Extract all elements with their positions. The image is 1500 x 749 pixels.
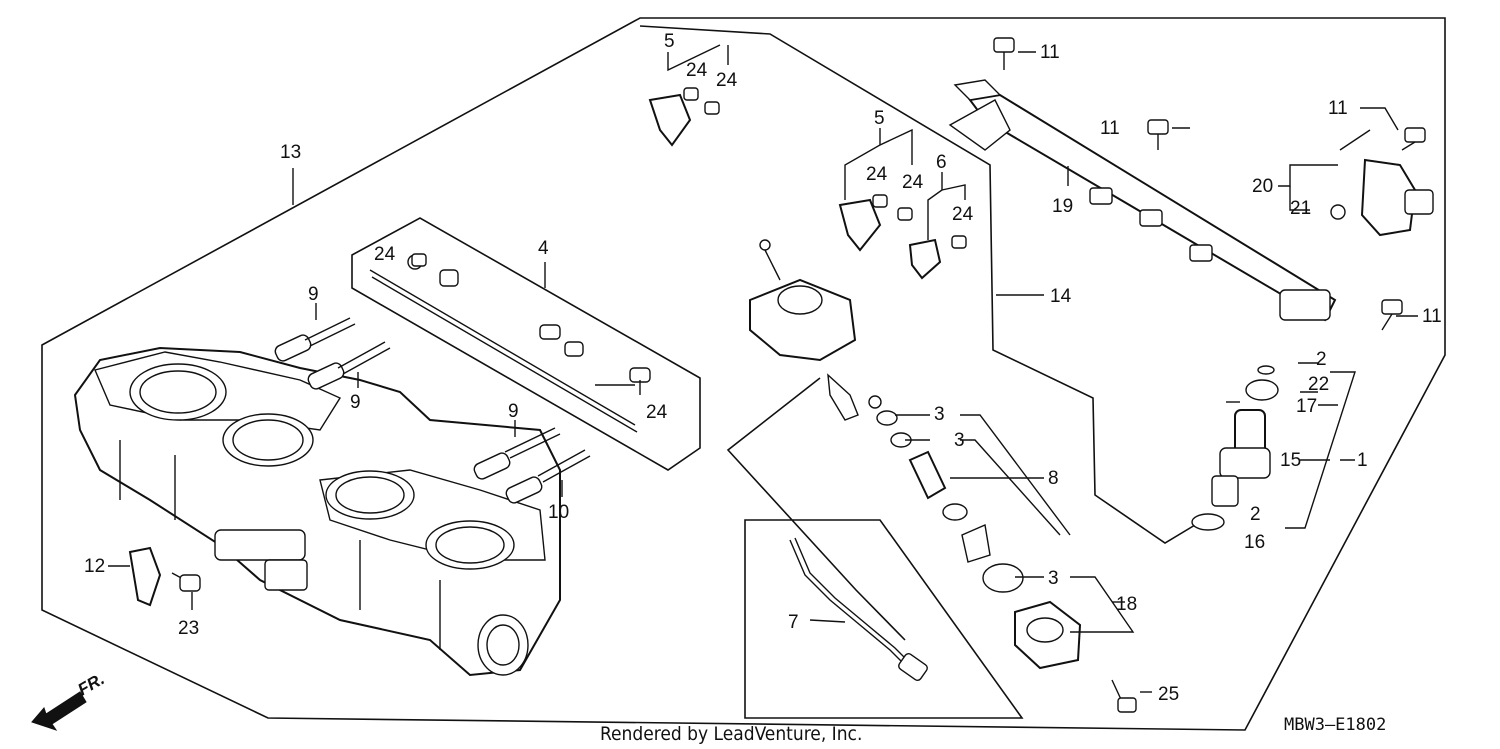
callout-23: 23 xyxy=(178,618,199,639)
idle-screw-9-middle xyxy=(307,341,391,390)
fuel-injector-15 xyxy=(1211,409,1271,507)
sensor-unit xyxy=(749,239,857,362)
o-ring-22 xyxy=(1257,365,1275,375)
throttle-shaft-frame xyxy=(351,217,701,471)
screw-25 xyxy=(1111,679,1137,713)
callout-4: 4 xyxy=(538,238,549,259)
callout-9-upper: 9 xyxy=(308,284,319,305)
bolt-23 xyxy=(171,572,201,592)
callout-19: 19 xyxy=(1052,196,1073,217)
callout-25: 25 xyxy=(1158,684,1179,705)
callout-22: 22 xyxy=(1308,374,1329,395)
callout-2-upper: 2 xyxy=(1316,349,1327,370)
callout-7: 7 xyxy=(788,612,799,633)
pressure-regulator-20 xyxy=(1339,129,1434,237)
idle-screw-9-upper xyxy=(274,317,356,362)
render-credit: Rendered by LeadVenture, Inc. xyxy=(600,723,862,745)
throttle-body-assembly xyxy=(73,346,561,677)
callout-24-bracket-6: 24 xyxy=(952,204,974,225)
bracket-5-top xyxy=(648,93,692,147)
callout-5-right: 5 xyxy=(874,108,885,129)
idle-screw-10 xyxy=(505,449,591,504)
o-ring-21 xyxy=(1330,204,1346,220)
bracket-5-right xyxy=(838,198,882,252)
callout-3-lower: 3 xyxy=(1048,568,1059,589)
callout-24-right-a: 24 xyxy=(866,164,888,185)
screw-24-shaft-left xyxy=(411,253,427,267)
o-ring-3a xyxy=(876,410,898,426)
spring xyxy=(961,524,991,563)
callout-5-top: 5 xyxy=(664,31,675,52)
assembly-frame-outline xyxy=(41,17,1446,731)
callout-17: 17 xyxy=(1296,396,1317,417)
callout-10: 10 xyxy=(548,502,569,523)
callout-2-lower: 2 xyxy=(1250,504,1261,525)
throttle-shaft xyxy=(369,254,651,433)
callout-21: 21 xyxy=(1290,198,1311,219)
cushion-17 xyxy=(1245,379,1279,401)
callout-6: 6 xyxy=(936,152,947,173)
bolt-11-top xyxy=(993,37,1015,70)
cable-7 xyxy=(789,537,928,681)
bracket-6 xyxy=(908,238,942,280)
leader-lines xyxy=(108,44,1418,693)
callout-14: 14 xyxy=(1050,286,1072,307)
callout-9-middle: 9 xyxy=(350,392,361,413)
clip-12 xyxy=(128,546,162,607)
bolt-11-right xyxy=(1401,127,1426,151)
washer-lower xyxy=(942,503,968,521)
washer-small xyxy=(868,395,882,409)
screw-24-right-b xyxy=(897,207,913,221)
callout-13: 13 xyxy=(280,142,301,163)
bolt-11-lower xyxy=(1381,299,1403,331)
idle-screw-9-lower xyxy=(473,427,561,480)
seal-16 xyxy=(1191,513,1225,531)
callout-1: 1 xyxy=(1357,450,1368,471)
callout-20: 20 xyxy=(1252,176,1273,197)
callout-3-middle: 3 xyxy=(954,430,965,451)
sensor-lower-frame xyxy=(744,519,1024,719)
callout-24-shaft-right: 24 xyxy=(646,402,668,423)
fuel-rail-19 xyxy=(948,79,1337,322)
o-ring-3c xyxy=(982,563,1024,593)
callout-11-right: 11 xyxy=(1328,98,1348,119)
diagram-code: MBW3—E1802 xyxy=(1284,715,1386,735)
bolt-11-middle xyxy=(1147,119,1169,150)
screw-24-top-a xyxy=(683,87,699,101)
callout-24-top-a: 24 xyxy=(686,60,708,81)
fuel-rail-frame xyxy=(639,25,1201,544)
screw-24-top-b xyxy=(704,101,720,115)
callout-15: 15 xyxy=(1280,450,1301,471)
callout-24-shaft-left: 24 xyxy=(374,244,396,265)
callout-8: 8 xyxy=(1048,468,1059,489)
cover-18 xyxy=(1014,600,1082,670)
callout-16: 16 xyxy=(1244,532,1265,553)
fitting xyxy=(827,373,859,421)
callout-12: 12 xyxy=(84,556,105,577)
callout-11-lower: 11 xyxy=(1422,306,1442,327)
callout-24-top-b: 24 xyxy=(716,70,738,91)
callout-24-right-b: 24 xyxy=(902,172,924,193)
front-direction-arrow: FR. xyxy=(31,669,108,731)
screw-24-right-a xyxy=(872,194,888,208)
callout-11-middle: 11 xyxy=(1100,118,1120,139)
callout-18: 18 xyxy=(1116,594,1137,615)
callout-3-upper: 3 xyxy=(934,404,945,425)
screw-24-bracket-6 xyxy=(951,235,967,249)
plunger-8 xyxy=(908,450,947,500)
callout-9-lower: 9 xyxy=(508,401,519,422)
callout-11-top: 11 xyxy=(1040,42,1060,63)
